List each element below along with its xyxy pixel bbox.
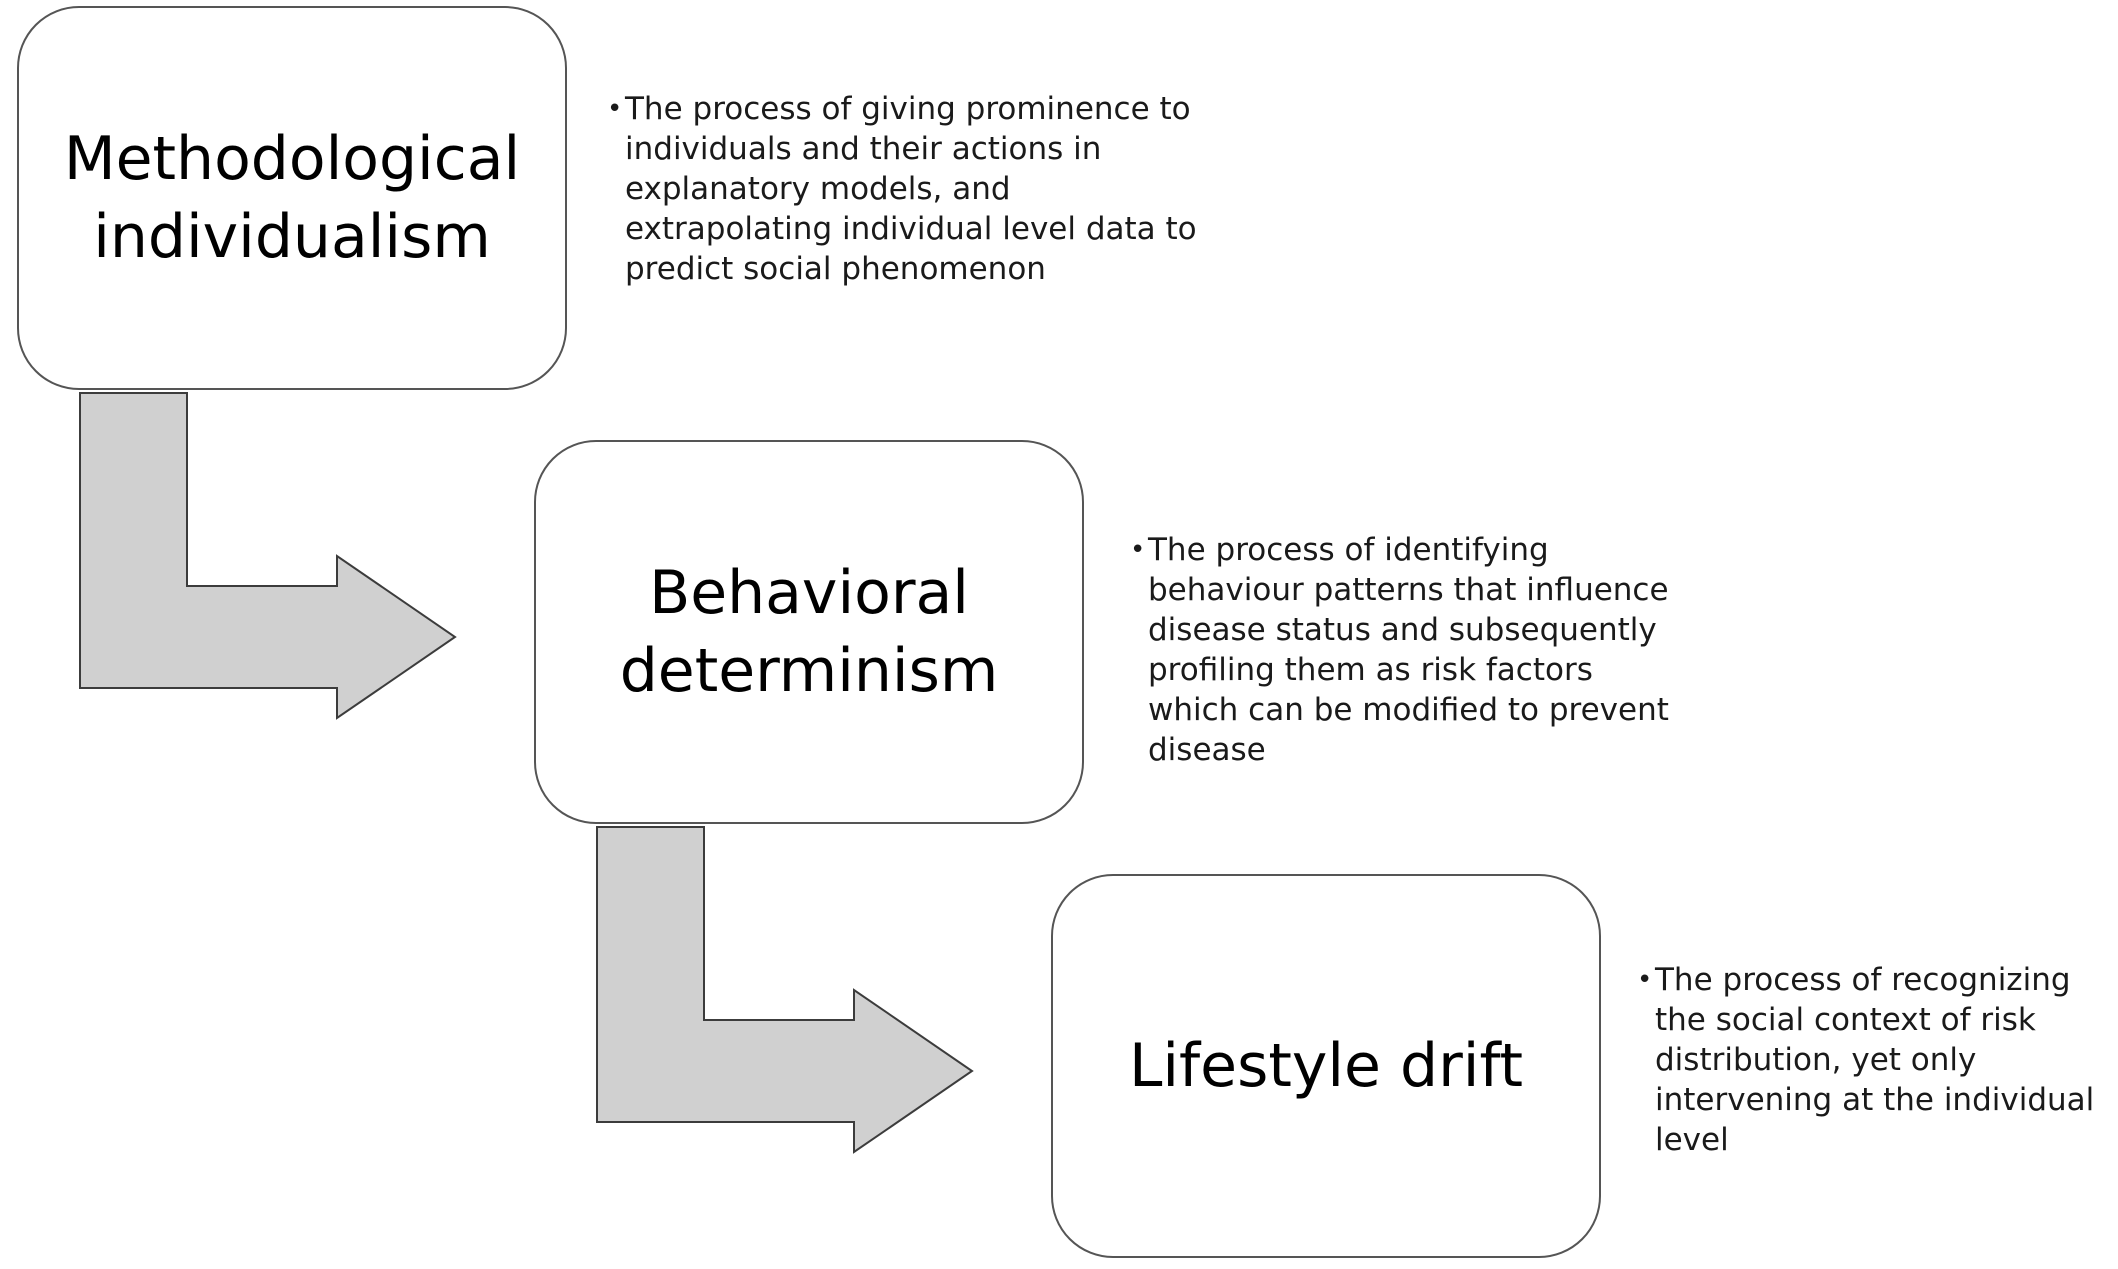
description-text: The process of recognizing the social co… bbox=[1655, 962, 2095, 1158]
stage-box-methodological-individualism: Methodological individualism bbox=[17, 6, 567, 390]
bent-arrow-2 bbox=[596, 826, 974, 1154]
stage-title: Methodological individualism bbox=[63, 124, 521, 272]
stage-description-methodological-individualism: • The process of giving prominence to in… bbox=[607, 89, 1207, 289]
stage-box-lifestyle-drift: Lifestyle drift bbox=[1051, 874, 1601, 1258]
bullet-icon: • bbox=[607, 94, 623, 124]
stage-title: Lifestyle drift bbox=[1128, 1031, 1524, 1101]
description-text: The process of giving prominence to indi… bbox=[625, 91, 1197, 287]
stage-description-lifestyle-drift: • The process of recognizing the social … bbox=[1637, 960, 2102, 1160]
bullet-icon: • bbox=[1130, 535, 1146, 565]
description-text: The process of identifying behaviour pat… bbox=[1148, 532, 1669, 768]
stage-box-behavioral-determinism: Behavioral determinism bbox=[534, 440, 1084, 824]
stage-title: Behavioral determinism bbox=[619, 558, 999, 706]
stage-description-behavioral-determinism: • The process of identifying behaviour p… bbox=[1130, 530, 1685, 770]
bent-arrow-1 bbox=[79, 392, 457, 720]
bullet-icon: • bbox=[1637, 965, 1653, 995]
